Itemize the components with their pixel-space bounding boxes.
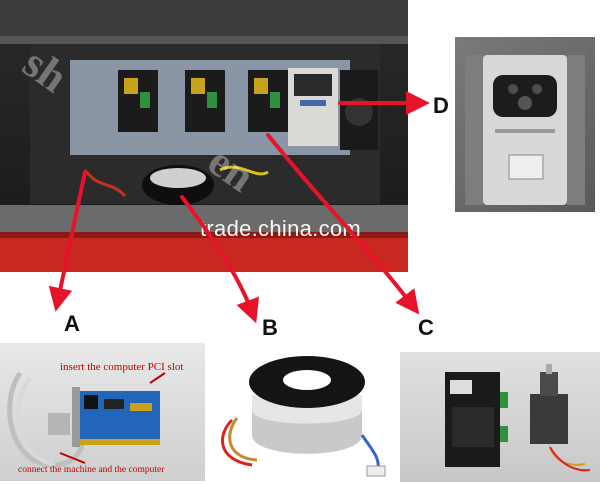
driver-motor-photo [400,352,600,482]
arrow-a [48,170,87,312]
arrow-b [180,195,260,324]
driver-motor-drawing [445,364,591,472]
pci-card-photo: insert the computer PCI slot connect the… [0,343,205,481]
callout-a: A [64,311,80,336]
callout-d: D [433,93,449,118]
inverter-photo [455,37,595,212]
cabinet-photo: sh en trade.china.com [0,0,408,272]
callout-b: B [262,315,278,340]
arrow-c [266,133,420,315]
card-label-bottom: connect the machine and the computer [18,465,165,475]
inverter-drawing [465,55,585,205]
transformer-drawing [220,356,386,477]
watermark-text: trade.china.com [200,216,362,241]
card-label-top: insert the computer PCI slot [60,361,184,373]
transformer-photo [212,340,397,483]
callout-c: C [418,315,434,340]
pci-card-drawing [7,371,166,468]
